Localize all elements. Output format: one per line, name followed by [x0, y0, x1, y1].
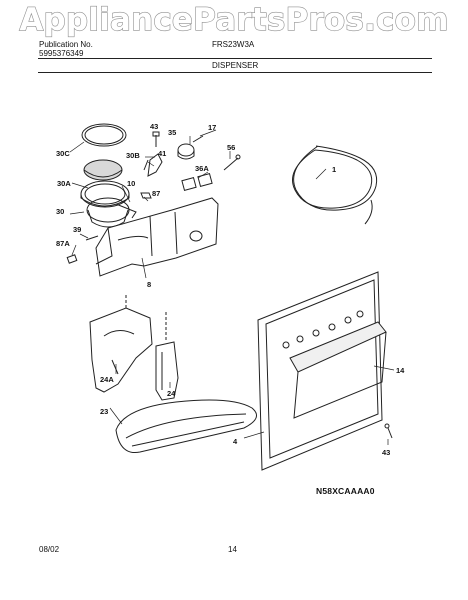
callout-35: 35 [168, 128, 176, 137]
callout-30a: 30A [57, 179, 71, 188]
part-36a-blocks [181, 173, 213, 191]
part-17-screw [192, 135, 204, 143]
callout-30: 30 [56, 207, 64, 216]
callout-56: 56 [227, 143, 235, 152]
part-4-panel [257, 271, 383, 471]
callout-14: 14 [396, 366, 405, 375]
callout-43-top: 43 [150, 122, 158, 131]
part-1-tubing [292, 145, 378, 225]
callout-43-bottom: 43 [382, 448, 390, 457]
part-24-flap [155, 312, 179, 401]
callout-30b: 30B [126, 151, 140, 160]
part-30a-ring [80, 180, 130, 208]
model-number: FRS23W3A [212, 40, 255, 49]
part-41-lever [143, 153, 163, 177]
part-56-pin [223, 154, 241, 171]
part-14-door [289, 321, 387, 419]
part-30-cup [86, 197, 137, 228]
part-30c-ring [81, 123, 127, 147]
callout-39: 39 [73, 225, 81, 234]
part-30b-disc [83, 159, 123, 181]
part-8-housing [95, 197, 219, 277]
part-35-solenoid [177, 143, 195, 160]
callout-17: 17 [208, 123, 216, 132]
part-87a-clip [66, 254, 78, 264]
publication-number: 5995376349 [39, 49, 84, 58]
callout-24a: 24A [100, 375, 114, 384]
callout-1: 1 [332, 165, 336, 174]
callout-87: 87 [152, 189, 160, 198]
publication-label: Publication No. [39, 40, 93, 49]
callout-23: 23 [100, 407, 108, 416]
part-24a-chute [89, 294, 153, 393]
callout-30c: 30C [56, 149, 70, 158]
part-39-screw [85, 235, 99, 241]
section-title: DISPENSER [212, 61, 259, 70]
callout-24: 24 [167, 389, 176, 398]
part-43-screw-bottom [384, 423, 393, 439]
callout-4: 4 [233, 437, 238, 446]
callout-8: 8 [147, 280, 151, 289]
callout-41: 41 [158, 149, 166, 158]
diagram-code: N58XCAAAA0 [316, 486, 375, 496]
part-23-drip-tray [115, 399, 257, 454]
callout-labels: 30C 43 35 17 30B 41 56 30A 10 36A 87 1 3… [56, 122, 405, 457]
leader-lines [69, 129, 395, 445]
page-number: 14 [228, 545, 237, 554]
callout-10: 10 [127, 179, 135, 188]
footer-date: 08/02 [39, 545, 60, 554]
header-rule-bottom [38, 72, 432, 73]
callout-36a: 36A [195, 164, 209, 173]
part-43-screw [152, 131, 160, 147]
header-rule-top [38, 58, 432, 59]
callout-87a: 87A [56, 239, 70, 248]
part-87-clip [140, 192, 152, 199]
site-watermark: AppliancePartsPros.com [19, 1, 449, 38]
